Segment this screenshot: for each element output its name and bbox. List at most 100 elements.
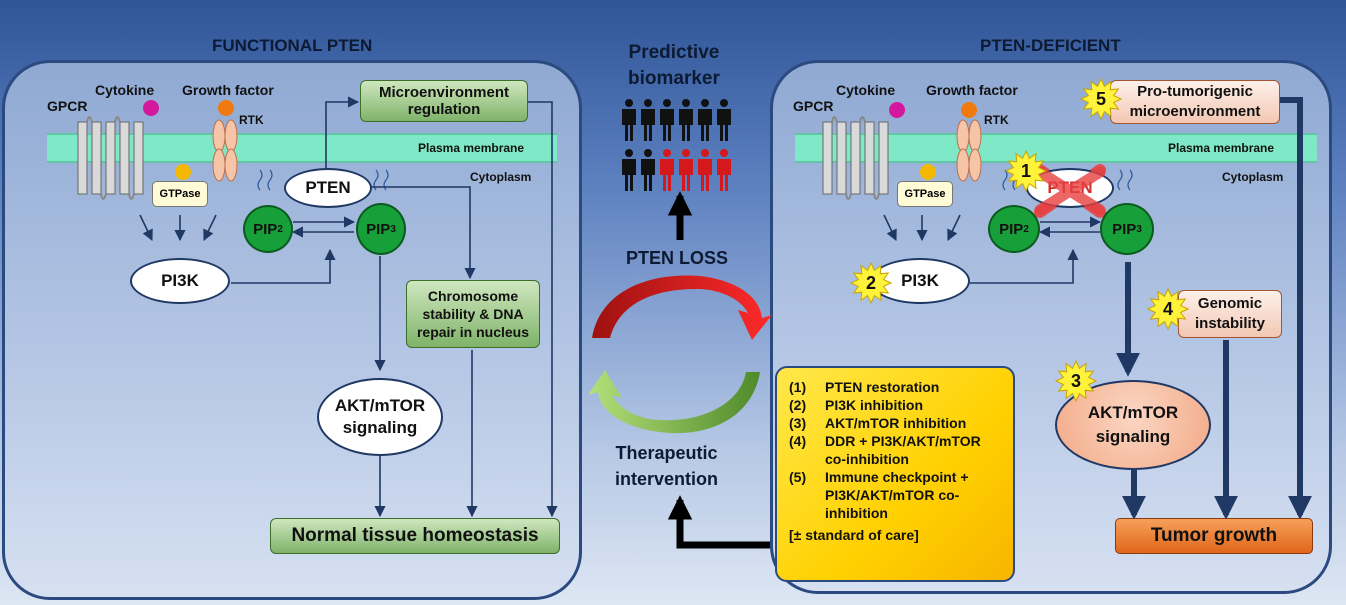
- badge-number: 2: [865, 272, 876, 293]
- genomic-line2: instability: [1194, 315, 1265, 332]
- therapy-item-number: (2): [789, 397, 807, 413]
- protumor-line1: Pro-tumorigenic: [1137, 83, 1253, 100]
- therapy-options-box: (1)PTEN restoration(2)PI3K inhibition(3)…: [775, 366, 1015, 582]
- left-akt-line2: signaling: [342, 418, 418, 437]
- left-chromo-line2: stability & DNA: [422, 306, 524, 322]
- therapeutic-intervention-label: Therapeutic intervention: [615, 443, 719, 489]
- right-plasma-membrane-label: Plasma membrane: [1168, 141, 1275, 155]
- right-growth-factor-label: Growth factor: [926, 82, 1018, 98]
- patient-population: [620, 95, 740, 193]
- predictive-biomarker-label: Predictive biomarker: [628, 42, 720, 89]
- badge-number: 4: [1162, 298, 1173, 319]
- person-icon: [660, 99, 674, 141]
- left-chromo-line1: Chromosome: [427, 288, 519, 304]
- person-icon: [717, 149, 731, 191]
- center-black-arrows: [667, 191, 770, 549]
- person-icon: [622, 99, 636, 141]
- right-akt-line1: AKT/mTOR: [1087, 403, 1179, 422]
- pten-loss-label: PTEN LOSS: [626, 248, 729, 268]
- therapy-item-number: (3): [789, 415, 807, 431]
- left-pten-oval: PTEN: [284, 168, 372, 208]
- therapy-item-text: PTEN restoration: [825, 379, 940, 395]
- left-micro-line1: Microenvironment: [378, 84, 510, 101]
- right-rtk-receptor: [956, 119, 982, 182]
- badge-number: 3: [1070, 370, 1081, 391]
- left-microenvironment-box: Microenvironment regulation: [360, 80, 528, 122]
- genomic-instability-box: Genomic instability: [1178, 290, 1282, 338]
- badge-3-burst: 3: [1055, 360, 1097, 402]
- left-growth-factor-label: Growth factor: [182, 82, 274, 98]
- therapy-item-text: AKT/mTOR inhibition: [825, 415, 967, 431]
- badge-1-burst: 1: [1005, 150, 1047, 192]
- left-gpcr-label: GPCR: [47, 98, 88, 114]
- right-gprotein-icon: [920, 164, 936, 180]
- left-plasma-membrane-label: Plasma membrane: [418, 141, 525, 155]
- person-icon: [641, 99, 655, 141]
- person-icon: [679, 149, 693, 191]
- left-gpcr-receptor: [77, 116, 144, 200]
- right-akt-line2: signaling: [1095, 427, 1171, 446]
- right-pathway-arrows: [883, 214, 1102, 284]
- badge-number: 5: [1095, 88, 1106, 109]
- right-cytokine-icon: [889, 102, 905, 118]
- right-gpcr-receptor: [822, 116, 889, 200]
- genomic-line1: Genomic: [1197, 295, 1263, 312]
- cycle-green-arrow: [588, 370, 760, 434]
- left-gtpase-box: GTPase: [152, 181, 208, 207]
- therapy-item: (3) AKT/mTOR inhibition: [789, 414, 1005, 432]
- left-akt-mtor-oval: AKT/mTOR signaling: [317, 378, 443, 456]
- normal-tissue-homeostasis-box: Normal tissue homeostasis: [270, 518, 560, 554]
- left-cytokine-icon: [143, 100, 159, 116]
- left-rtk-label: RTK: [239, 113, 264, 127]
- left-growth-factor-icon: [218, 100, 234, 116]
- person-icon: [679, 99, 693, 141]
- left-plasma-membrane: [47, 133, 557, 163]
- left-pi3k-oval: PI3K: [130, 258, 230, 304]
- left-cytokine-label: Cytokine: [95, 82, 155, 98]
- therapy-item: (1) PTEN restoration: [789, 378, 1005, 396]
- right-akt-mtor-oval: AKT/mTOR signaling: [1055, 380, 1211, 470]
- person-icon: [717, 99, 731, 141]
- therapy-item-text: Immune checkpoint +PI3K/AKT/mTOR co-inhi…: [825, 469, 969, 521]
- person-icon: [698, 99, 712, 141]
- left-pathway-arrows: [139, 96, 558, 518]
- person-icon: [622, 149, 636, 191]
- left-panel-title: FUNCTIONAL PTEN: [212, 36, 373, 55]
- tumor-growth-box: Tumor growth: [1115, 518, 1313, 554]
- therapy-item-text: PI3K inhibition: [825, 397, 923, 413]
- badge-2-burst: 2: [850, 262, 892, 304]
- right-cytokine-label: Cytokine: [836, 82, 896, 98]
- pro-tumorigenic-box: Pro-tumorigenic microenvironment: [1110, 80, 1280, 124]
- right-thick-arrows: [1116, 97, 1312, 520]
- left-gprotein-icon: [175, 164, 191, 180]
- therapy-footer: [± standard of care]: [789, 527, 919, 543]
- therapy-item-number: (1): [789, 379, 807, 395]
- left-rtk-receptor: [212, 119, 238, 182]
- badge-5-burst: 5: [1080, 78, 1122, 120]
- person-icon: [698, 149, 712, 191]
- left-chromosome-box: Chromosome stability & DNA repair in nuc…: [406, 280, 540, 348]
- therapy-item-number: (4): [789, 433, 807, 449]
- right-rtk-label: RTK: [984, 113, 1009, 127]
- right-growth-factor-icon: [961, 102, 977, 118]
- right-panel-title: PTEN-DEFICIENT: [980, 36, 1121, 55]
- therapy-item-number: (5): [789, 469, 807, 485]
- left-cytoplasm-label: Cytoplasm: [470, 170, 532, 184]
- therapy-item: (5) Immune checkpoint +PI3K/AKT/mTOR co-i…: [789, 468, 1005, 522]
- left-micro-line2: regulation: [407, 101, 481, 118]
- person-icon: [660, 149, 674, 191]
- left-akt-line1: AKT/mTOR: [334, 396, 426, 415]
- badge-4-burst: 4: [1147, 288, 1189, 330]
- left-chromo-line3: repair in nucleus: [416, 324, 530, 340]
- right-gtpase-box: GTPase: [897, 181, 953, 207]
- badge-number: 1: [1020, 160, 1031, 181]
- right-cytoplasm-label: Cytoplasm: [1222, 170, 1284, 184]
- right-pi3k-oval: PI3K: [870, 258, 970, 304]
- cycle-red-arrow: [592, 275, 772, 340]
- right-gpcr-label: GPCR: [793, 98, 834, 114]
